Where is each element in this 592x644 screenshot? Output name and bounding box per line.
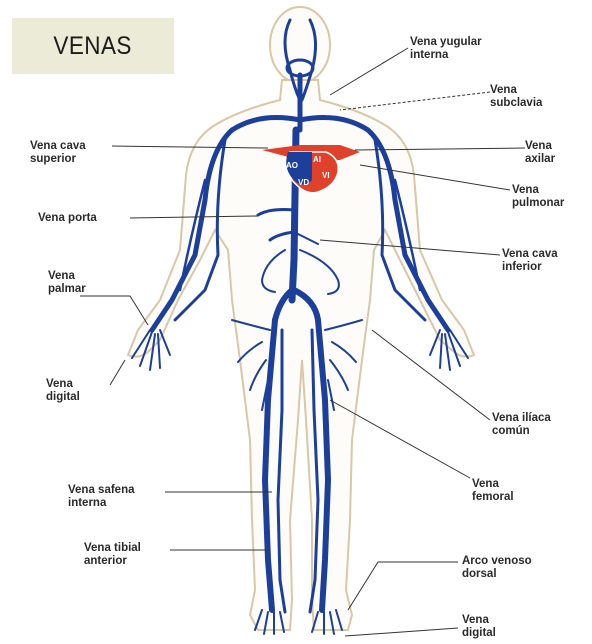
label-vena-pulmonar: Vena pulmonar [512, 184, 564, 210]
label-vena-digital-mano: Vena digital [46, 378, 80, 404]
label-vena-subclavia: Vena subclavia [490, 84, 542, 110]
label-vena-femoral: Vena femoral [472, 478, 514, 504]
label-vena-tibial-anterior: Vena tibial anterior [84, 542, 141, 568]
label-vena-axilar: Vena axilar [525, 140, 555, 166]
label-arco-venoso-dorsal: Arco venoso dorsal [462, 555, 532, 581]
label-vena-digital-pie: Vena digital [462, 614, 496, 640]
label-vena-iliaca-comun: Vena ilíaca común [492, 412, 551, 438]
label-vena-porta: Vena porta [38, 212, 97, 225]
heart-label-vd: VD [298, 178, 309, 187]
label-vena-cava-superior: Vena cava superior [30, 140, 86, 166]
label-vena-yugular-interna: Vena yugular interna [410, 36, 482, 62]
label-vena-palmar: Vena palmar [48, 270, 86, 296]
label-vena-safena-interna: Vena safena interna [68, 484, 134, 510]
heart-label-ad: AI [313, 155, 321, 164]
label-vena-cava-inferior: Vena cava inferior [502, 248, 558, 274]
heart-label-ao: AO [286, 161, 298, 170]
heart-label-vi: VI [322, 171, 330, 180]
